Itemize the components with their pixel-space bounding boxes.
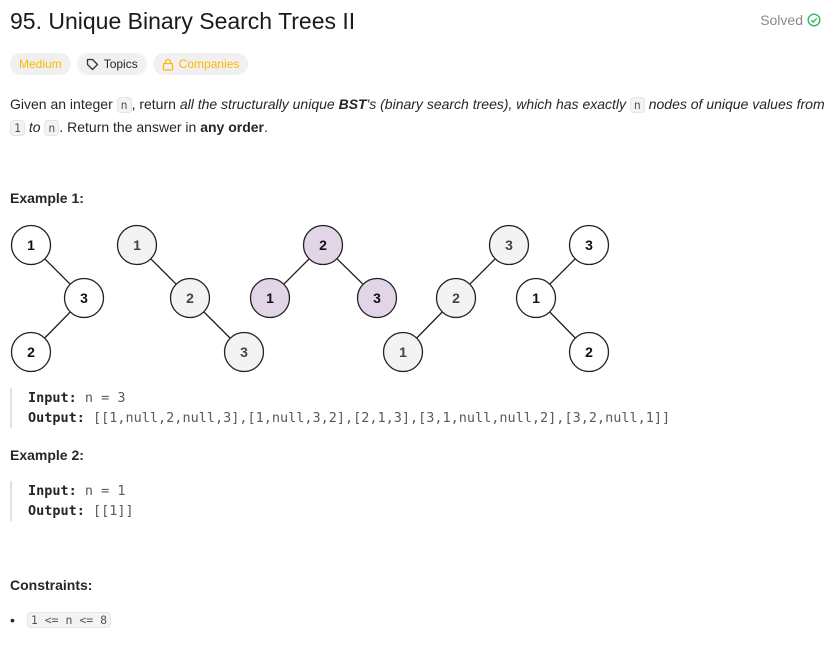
tree-node-label: 3: [373, 290, 381, 306]
topics-button[interactable]: Topics: [76, 53, 147, 75]
tree-node-label: 2: [452, 290, 460, 306]
tree-node: [568, 331, 610, 373]
constraint-item: •1 <= n <= 8: [10, 612, 112, 628]
tree-node-label: 3: [80, 290, 88, 306]
tree-node-label: 1: [27, 237, 35, 253]
check-circle-icon: [807, 13, 821, 27]
example-1-trees-diagram: 1 3 2 1 2 3 2 1 3 3 2 1 3 1 2: [10, 224, 610, 373]
topics-label: Topics: [103, 57, 138, 71]
constraints-heading: Constraints:: [10, 577, 93, 593]
tree-node: [302, 224, 344, 266]
difficulty-badge[interactable]: Medium: [10, 53, 71, 75]
tree-node-label: 3: [585, 237, 593, 253]
tree-node-label: 1: [532, 290, 540, 306]
tag-icon: [86, 58, 98, 70]
tree-node: [249, 277, 291, 319]
tree-node-label: 1: [133, 237, 141, 253]
lock-icon: [162, 58, 173, 71]
tree-node: [515, 277, 557, 319]
tree-node-label: 3: [240, 344, 248, 360]
tree-node: [223, 331, 265, 373]
tree-node-label: 1: [399, 344, 407, 360]
tree-node-label: 2: [186, 290, 194, 306]
tree-node: [356, 277, 398, 319]
tree-node: [382, 331, 424, 373]
tree-node: [568, 224, 610, 266]
tree-node-label: 1: [266, 290, 274, 306]
tree-node-label: 2: [27, 344, 35, 360]
tree-node: [10, 331, 52, 373]
solved-label: Solved: [760, 12, 803, 28]
tree-node: [10, 224, 52, 266]
page-title: 95. Unique Binary Search Trees II: [10, 8, 356, 34]
tree-node: [435, 277, 477, 319]
companies-button[interactable]: Companies: [152, 53, 249, 75]
example-2-heading: Example 2:: [10, 447, 84, 463]
tree-node-label: 2: [319, 237, 327, 253]
example-1-heading: Example 1:: [10, 190, 84, 206]
tree-node-label: 3: [505, 237, 513, 253]
solved-status: Solved: [760, 12, 821, 28]
tree-node: [169, 277, 211, 319]
tree-node: [116, 224, 158, 266]
tree-node: [488, 224, 530, 266]
tree-node-label: 2: [585, 344, 593, 360]
tree-node: [63, 277, 105, 319]
companies-label: Companies: [178, 57, 240, 71]
problem-description: Given an integer n, return all the struc…: [10, 96, 825, 136]
